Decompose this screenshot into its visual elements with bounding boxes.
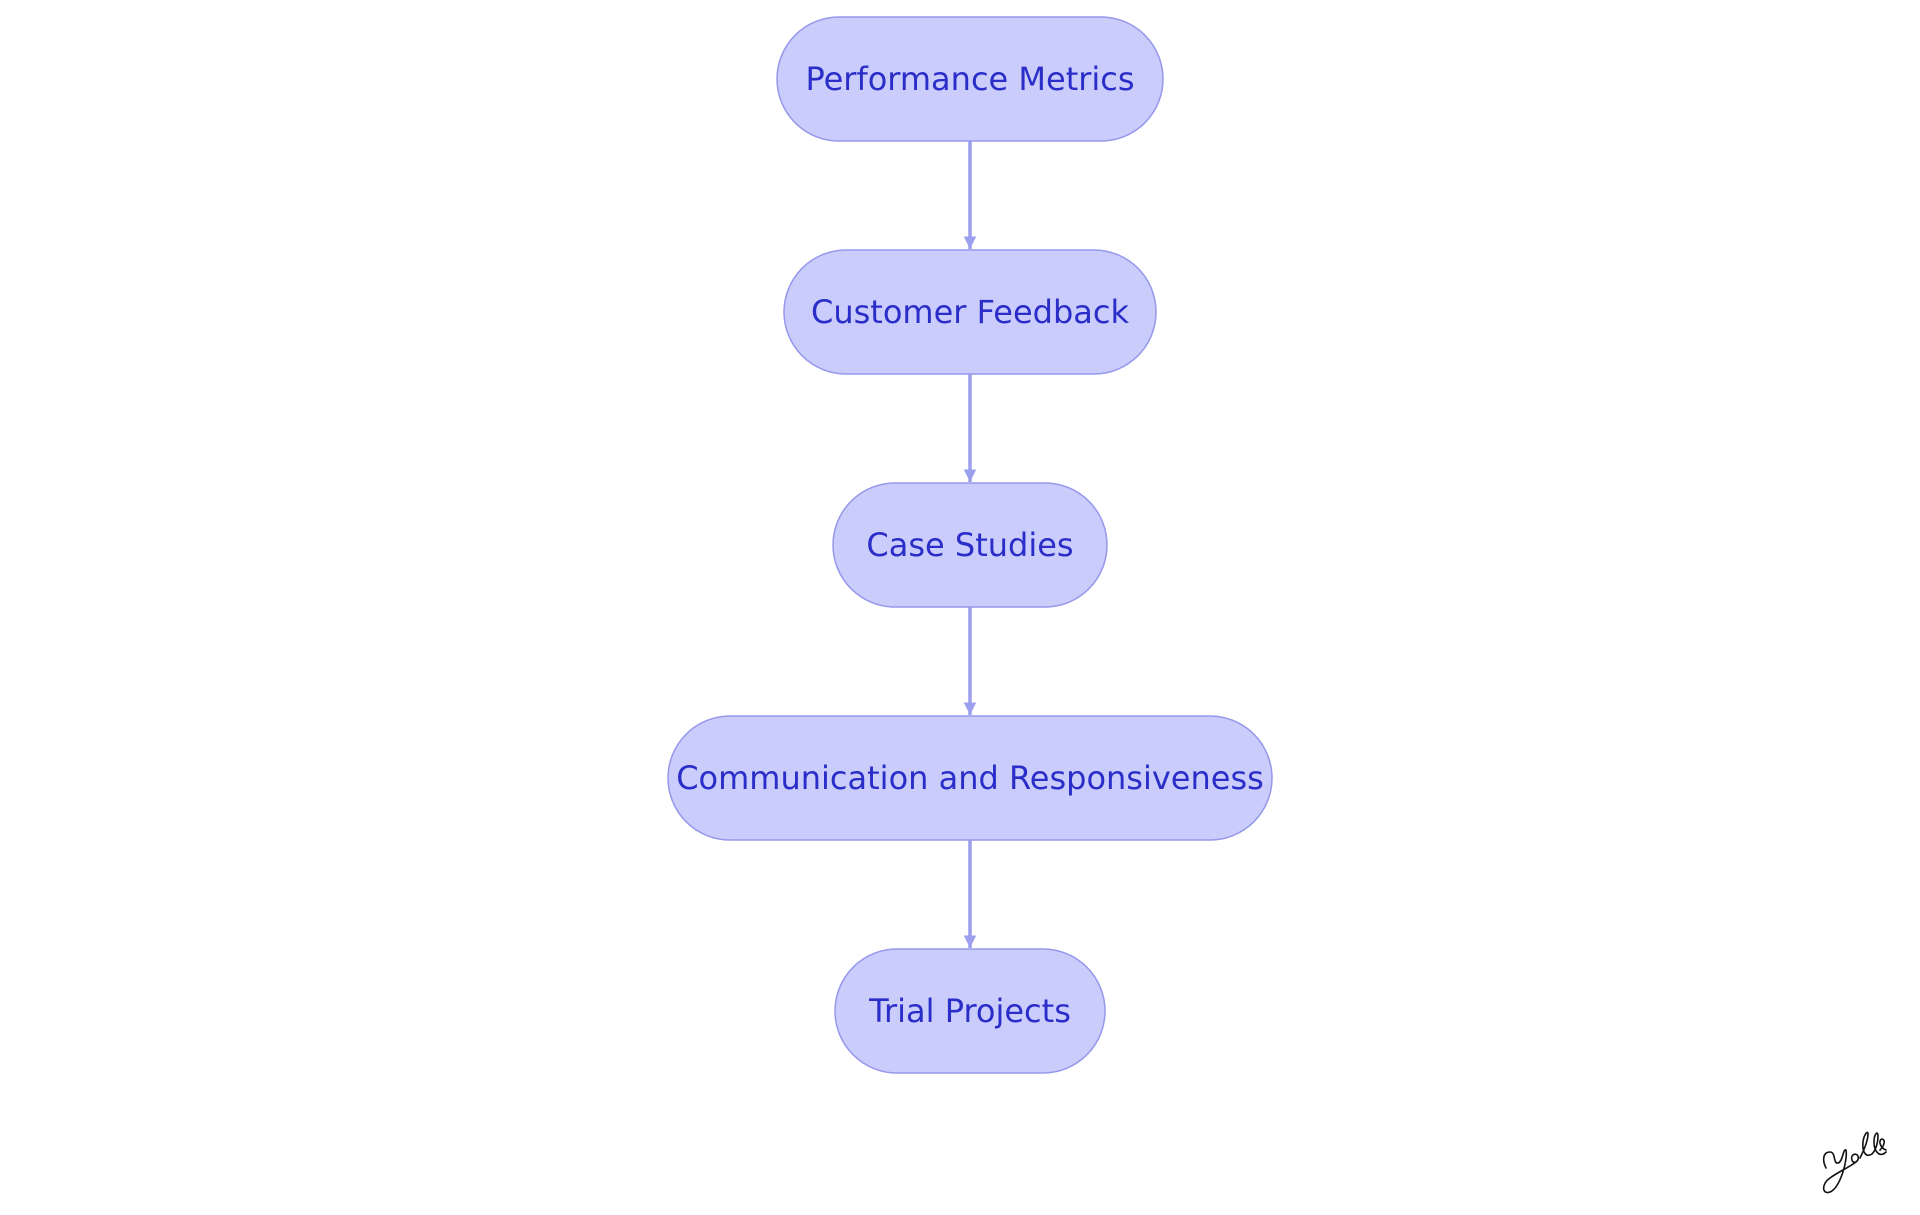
node-communication-and-responsiveness: Communication and Responsiveness [667, 715, 1273, 841]
node-trial-projects: Trial Projects [834, 948, 1106, 1074]
node-label: Communication and Responsiveness [676, 759, 1264, 797]
node-label: Trial Projects [868, 992, 1071, 1030]
node-label: Case Studies [866, 526, 1073, 564]
node-shape [834, 948, 1106, 1074]
node-shape [832, 482, 1108, 608]
node-performance-metrics: Performance Metrics [776, 16, 1164, 142]
signature-logo [1822, 1131, 1887, 1194]
node-shape [667, 715, 1273, 841]
node-case-studies: Case Studies [832, 482, 1108, 608]
node-shape [776, 16, 1164, 142]
node-label: Customer Feedback [811, 293, 1129, 331]
node-customer-feedback: Customer Feedback [783, 249, 1157, 375]
node-shape [783, 249, 1157, 375]
node-label: Performance Metrics [805, 60, 1134, 98]
